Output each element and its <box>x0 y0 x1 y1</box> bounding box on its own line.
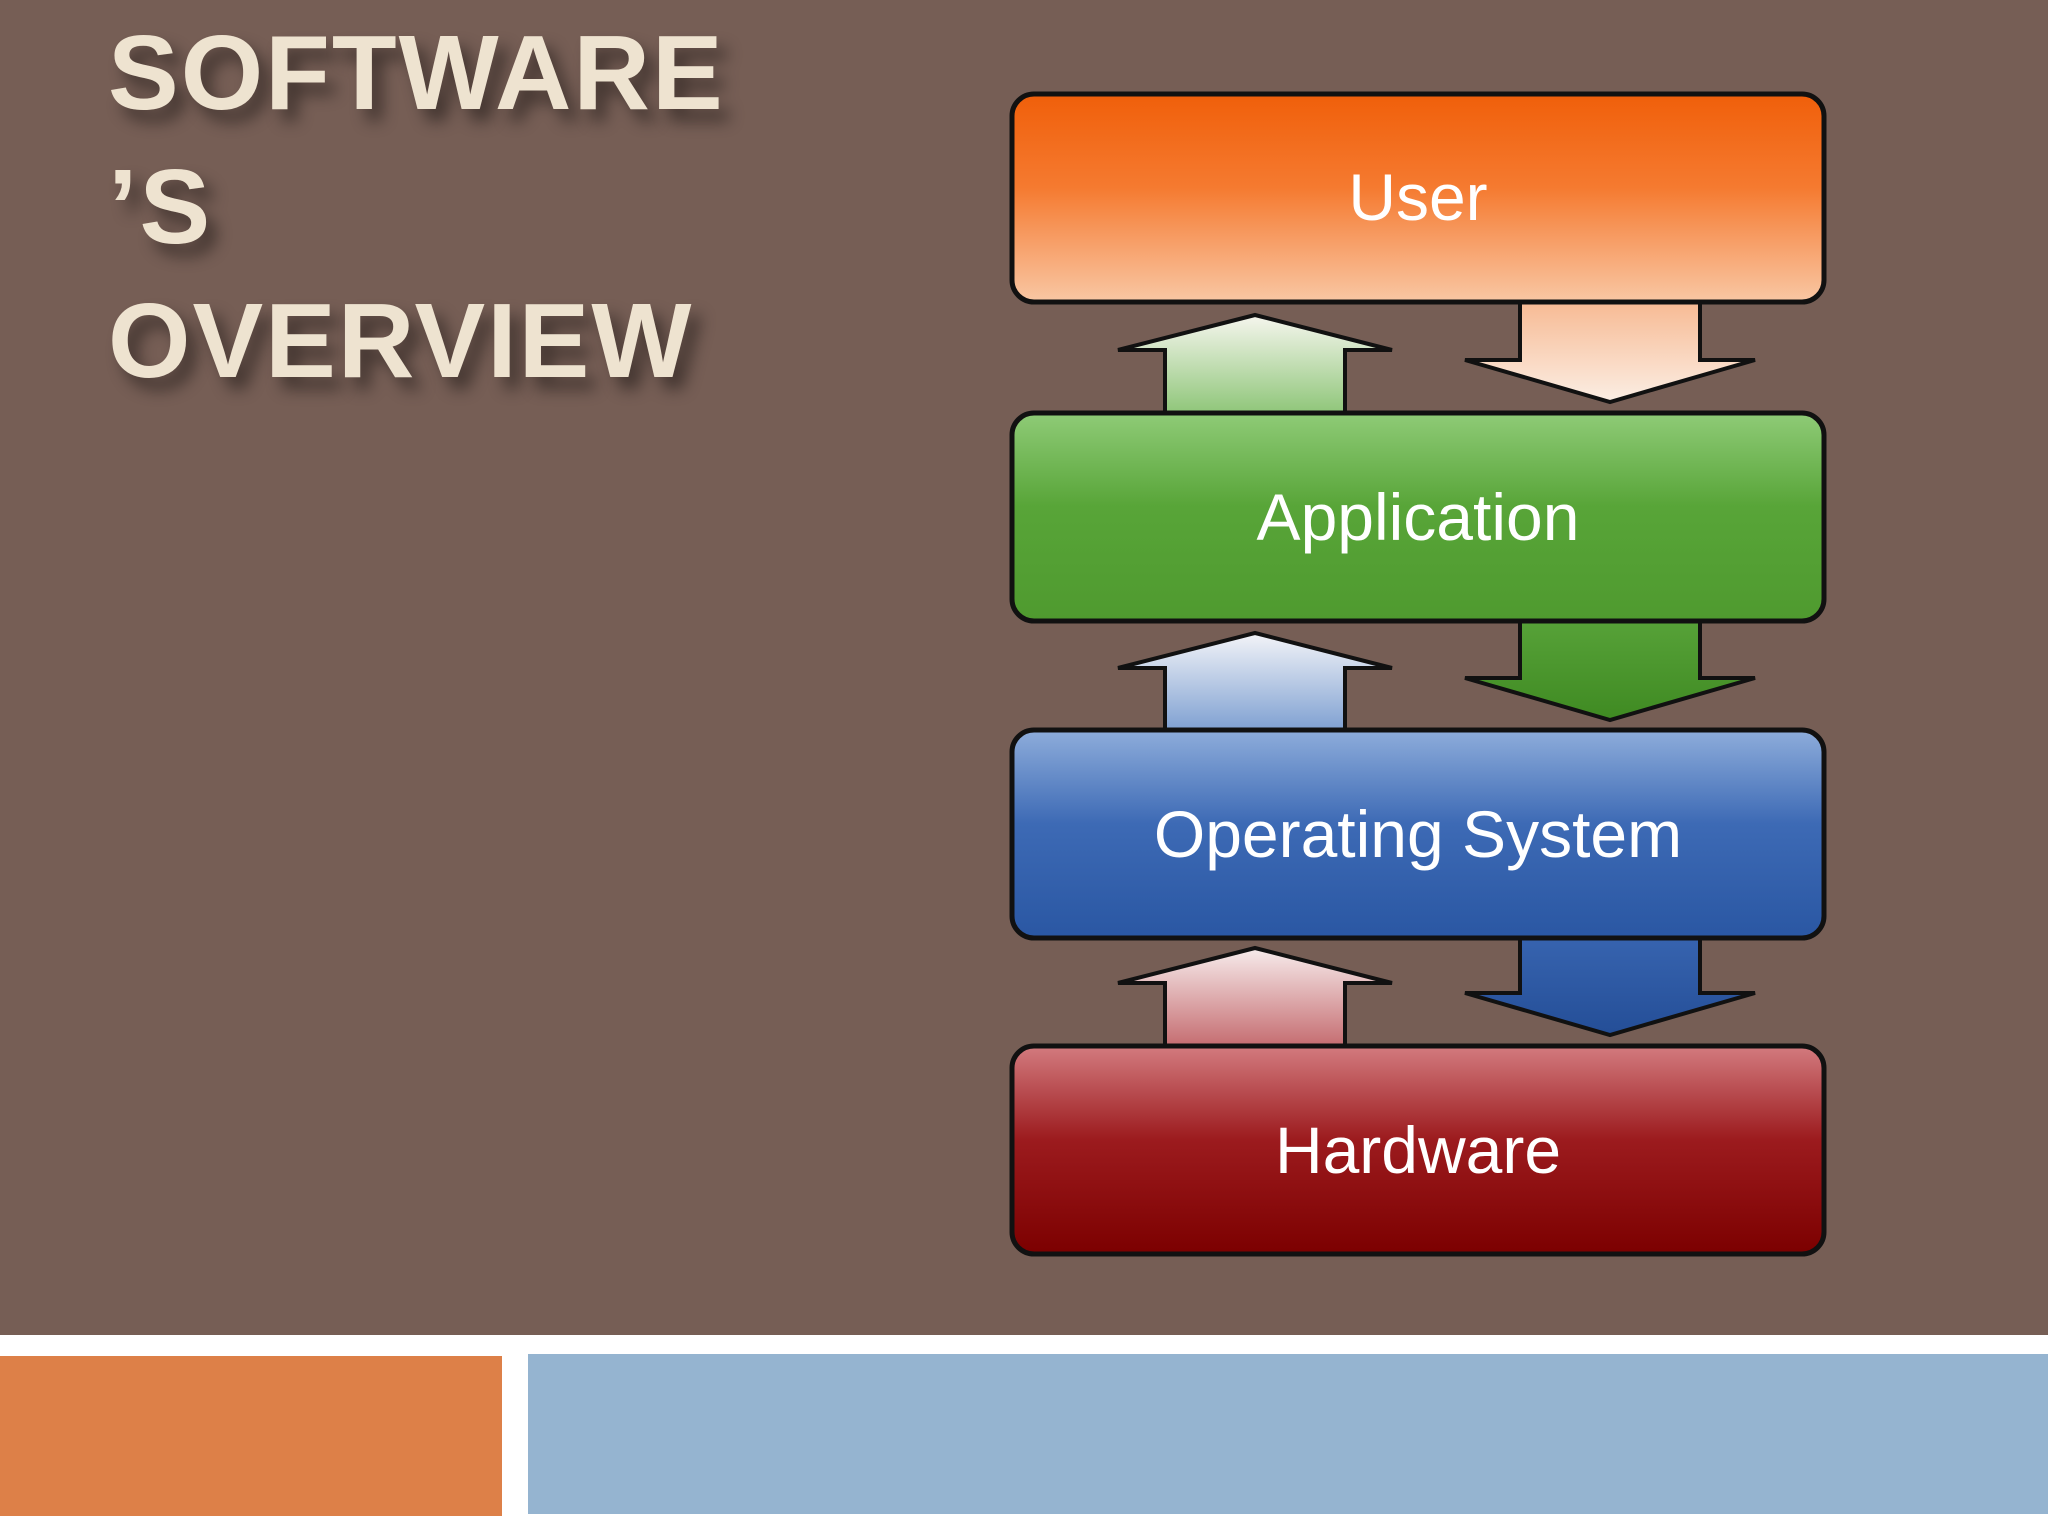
slide-title: SOFTWARE ’S OVERVIEW <box>108 6 725 408</box>
layer-user-label: User <box>1348 160 1487 234</box>
title-line-3: OVERVIEW <box>108 282 694 400</box>
down-arrow-application-to-os <box>1464 606 1756 723</box>
layer-hardware: Hardware <box>1009 1043 1827 1257</box>
title-line-1: SOFTWARE <box>108 14 725 132</box>
footer-accent-orange <box>0 1356 502 1516</box>
layer-application-label: Application <box>1257 480 1580 554</box>
footer-accent-blue <box>528 1354 2048 1514</box>
layer-application: Application <box>1009 410 1827 624</box>
up-arrow-os-to-application <box>1117 630 1393 734</box>
layer-operating-system: Operating System <box>1009 727 1827 941</box>
layer-hardware-label: Hardware <box>1275 1113 1561 1187</box>
up-arrow-application-to-user <box>1117 312 1393 417</box>
title-line-2: ’S <box>108 148 213 266</box>
layer-user: User <box>1009 91 1827 305</box>
software-layers-diagram: User Application Operating System Hardwa… <box>1009 91 1827 1257</box>
layer-operating-system-label: Operating System <box>1154 797 1682 871</box>
down-arrow-user-to-application <box>1464 288 1756 405</box>
up-arrow-hardware-to-os <box>1117 945 1393 1050</box>
